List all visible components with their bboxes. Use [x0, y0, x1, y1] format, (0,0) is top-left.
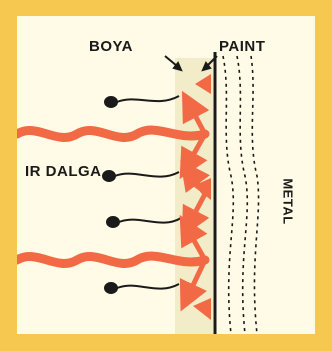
paint-label-turkish: BOYA: [89, 38, 133, 55]
diagram-panel: BOYA PAINT IR DALGA METAL: [17, 16, 315, 334]
ir-wave-label: IR DALGA: [25, 163, 102, 180]
metal-label: METAL: [281, 178, 296, 224]
paint-label-english: PAINT: [219, 38, 265, 55]
metal-hatching: [223, 56, 259, 334]
